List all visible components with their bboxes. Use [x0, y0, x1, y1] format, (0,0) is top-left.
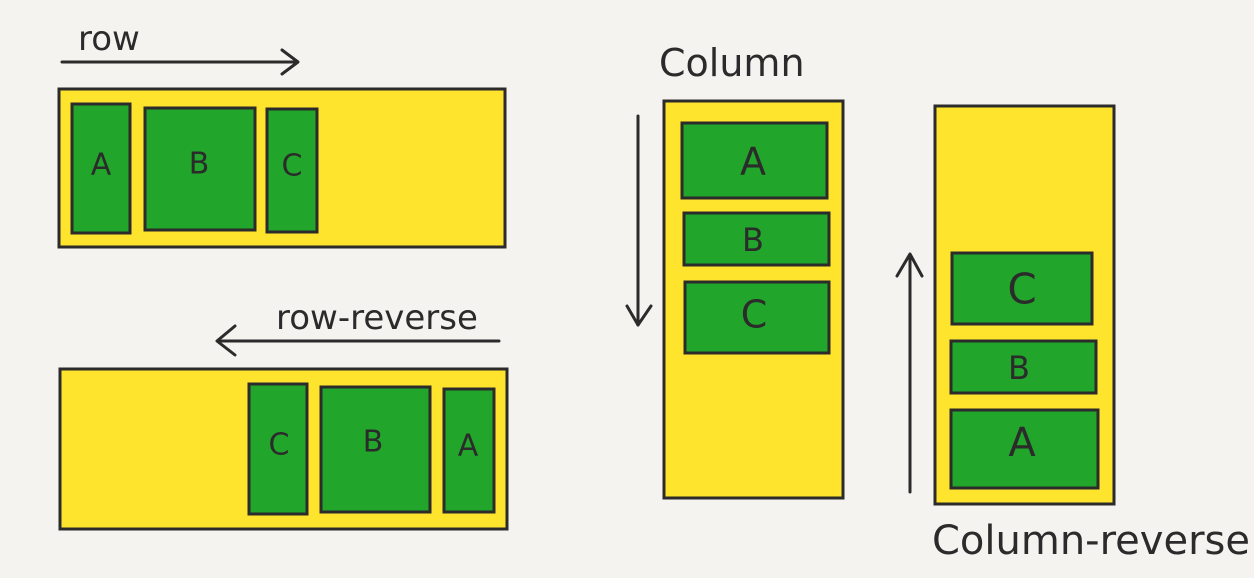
column-reverse-item-2 [949, 339, 1098, 395]
row-item-3-label: C [282, 149, 303, 184]
row-reverse-item-3-label: A [458, 429, 479, 464]
column-group: Column A B C [625, 41, 845, 500]
row-reverse-label: row-reverse [276, 298, 478, 338]
row-reverse-item-2-label: B [363, 425, 384, 460]
row-item-3 [265, 107, 319, 234]
row-item-2-label: B [189, 147, 210, 182]
row-reverse-item-2 [319, 385, 432, 514]
column-item-3 [683, 280, 831, 355]
column-reverse-item-3 [949, 408, 1100, 490]
column-reverse-item-1 [950, 251, 1094, 326]
column-arrow-icon [625, 114, 653, 327]
row-reverse-group: row-reverse C B A [58, 298, 509, 531]
row-arrow-icon [60, 48, 300, 76]
column-label: Column [659, 41, 805, 85]
column-item-3-label: C [741, 293, 768, 337]
row-reverse-item-3 [442, 387, 496, 514]
row-reverse-item-1-label: C [269, 428, 290, 463]
column-reverse-arrow-icon [895, 252, 924, 494]
row-reverse-item-1 [247, 382, 309, 516]
row-item-1-label: A [91, 148, 112, 183]
column-reverse-label: Column-reverse [932, 518, 1250, 564]
column-item-1-label: A [740, 140, 766, 184]
column-reverse-item-2-label: B [1008, 349, 1030, 387]
row-label: row [78, 19, 140, 59]
column-reverse-item-3-label: A [1008, 420, 1036, 466]
row-item-2 [143, 106, 257, 232]
row-reverse-arrow-icon [215, 324, 501, 357]
row-item-1 [70, 102, 132, 235]
column-reverse-group: C B A Column-reverse [895, 104, 1250, 564]
column-item-2-label: B [742, 221, 764, 259]
column-item-2 [682, 211, 831, 267]
row-group: row A B C [57, 19, 507, 249]
column-reverse-item-1-label: C [1007, 265, 1036, 314]
column-item-1 [680, 121, 829, 200]
